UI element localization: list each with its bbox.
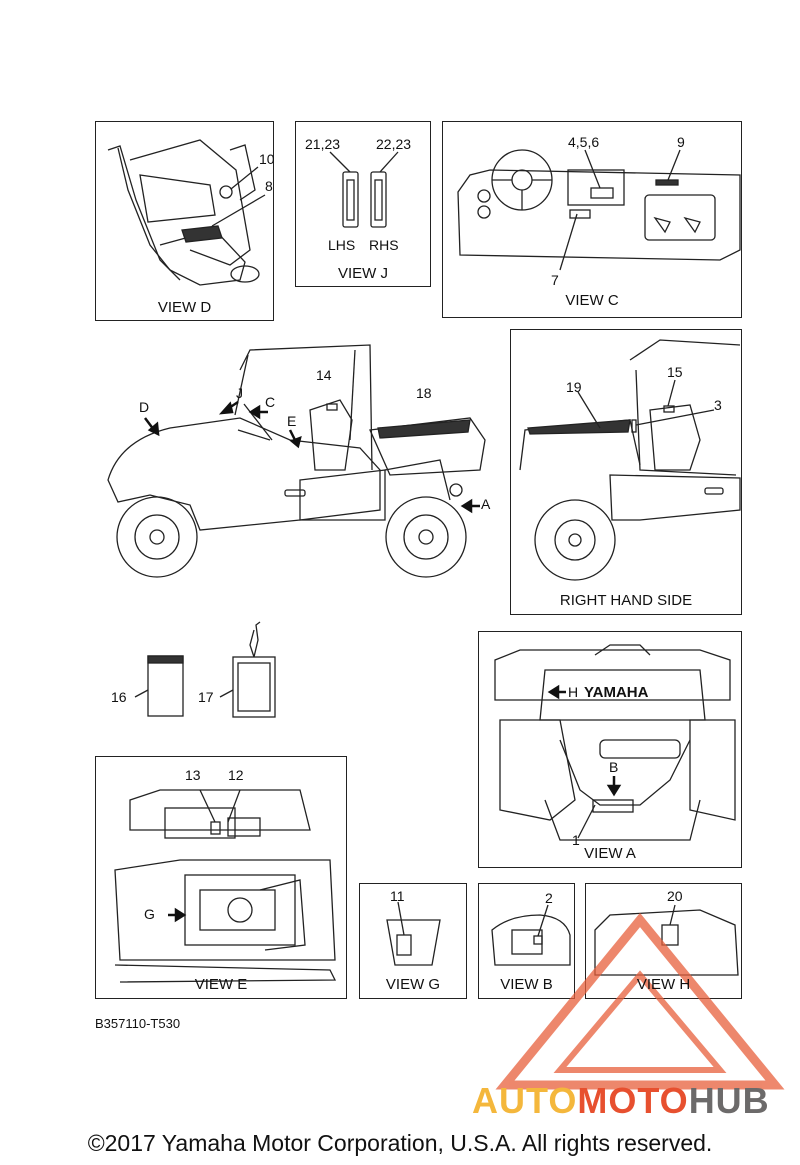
rhs-caption: RIGHT HAND SIDE	[559, 592, 693, 609]
view-j-left-callout: 21,23	[305, 136, 341, 152]
rhs-callout-15: 15	[667, 364, 683, 380]
view-g-caption: VIEW G	[385, 976, 441, 993]
watermark-part-hub: HUB	[688, 1080, 770, 1121]
view-c-panel	[442, 121, 742, 318]
view-a-arrow-h-label: H	[568, 684, 579, 700]
view-a-panel	[478, 631, 742, 868]
rhs-callout-19: 19	[566, 379, 582, 395]
main-callout-14: 14	[316, 367, 332, 383]
view-e-caption: VIEW E	[194, 976, 248, 993]
view-a-caption: VIEW A	[584, 845, 636, 862]
main-arrow-d-label: D	[139, 399, 150, 415]
right-hand-side-panel	[510, 329, 742, 615]
view-e-arrow-g-label: G	[144, 906, 155, 922]
view-c-callout-9: 9	[677, 134, 685, 150]
view-g-callout-11: 11	[390, 888, 405, 904]
watermark-part-moto: MOTO	[577, 1080, 689, 1121]
view-e-panel	[95, 756, 347, 999]
view-b-caption: VIEW B	[500, 976, 553, 993]
view-e-callout-12: 12	[228, 767, 244, 783]
view-h-caption: VIEW H	[636, 976, 691, 993]
view-j-lhs-label: LHS	[328, 237, 356, 253]
rhs-callout-3: 3	[714, 397, 722, 413]
tag-callout-17: 17	[198, 689, 214, 705]
view-d-caption: VIEW D	[157, 299, 212, 316]
watermark-text: AUTOMOTOHUB	[472, 1080, 770, 1122]
view-d-panel	[95, 121, 274, 321]
main-arrow-a-label: A	[481, 496, 491, 512]
view-a-plate-text: YAMAHA	[584, 684, 649, 701]
main-arrow-c-label: C	[265, 394, 276, 410]
copyright-notice: ©2017 Yamaha Motor Corporation, U.S.A. A…	[87, 1130, 713, 1156]
view-c-caption: VIEW C	[565, 292, 619, 309]
view-h-callout-20: 20	[667, 888, 683, 904]
view-a-callout-1: 1	[572, 832, 580, 848]
view-c-callout-4-5-6: 4,5,6	[568, 134, 600, 150]
tag-callout-16: 16	[111, 689, 127, 705]
main-callout-18: 18	[416, 385, 432, 401]
view-j-right-callout: 22,23	[376, 136, 412, 152]
view-a-arrow-b-label: B	[609, 759, 619, 775]
view-j-panel	[295, 121, 431, 287]
watermark-part-auto: AUTO	[472, 1080, 578, 1121]
view-e-callout-13: 13	[185, 767, 201, 783]
main-vehicle-drawing	[107, 344, 486, 578]
view-j-rhs-label: RHS	[369, 237, 399, 253]
main-arrow-e-label: E	[287, 413, 297, 429]
main-arrow-j-label: J	[236, 385, 243, 401]
diagram-code: B357110-T530	[95, 1016, 181, 1031]
view-c-callout-7: 7	[551, 272, 559, 288]
view-d-callout-10: 10	[259, 151, 275, 167]
view-b-callout-2: 2	[545, 890, 553, 906]
view-d-callout-8: 8	[265, 178, 273, 194]
view-j-caption: VIEW J	[337, 265, 388, 282]
